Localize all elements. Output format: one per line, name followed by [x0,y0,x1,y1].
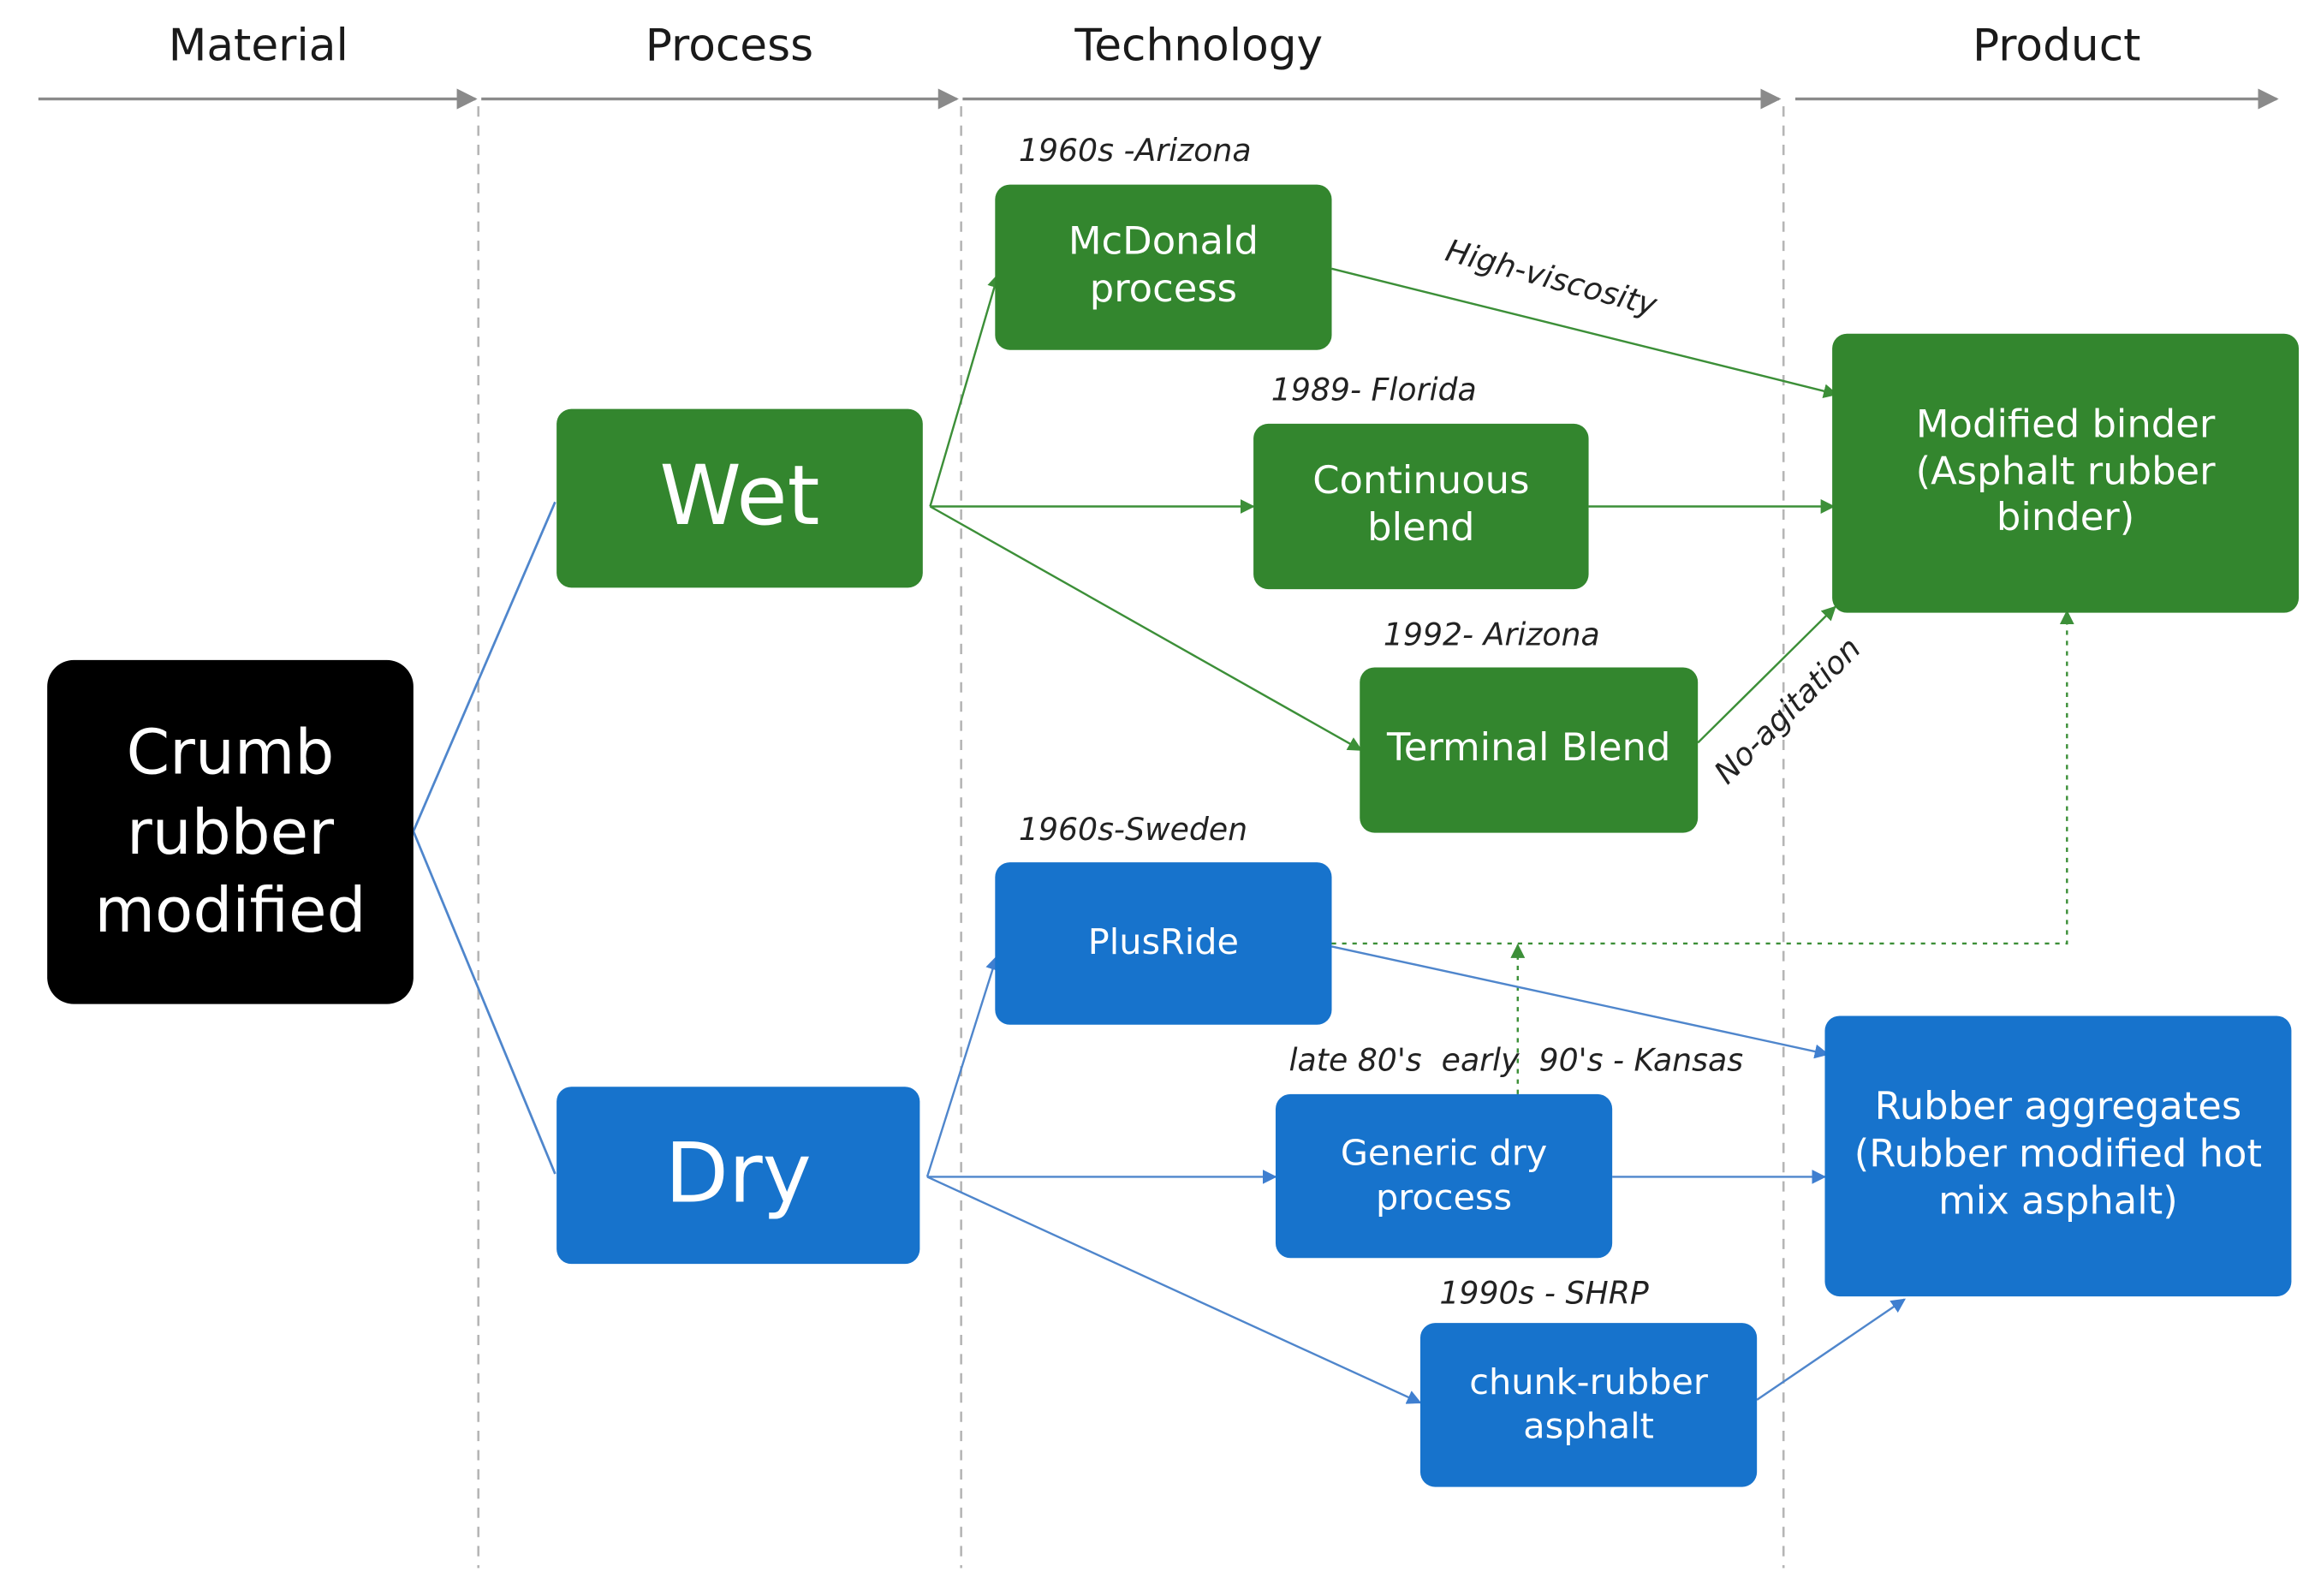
edge-wet-terminal [929,505,1363,752]
node-generic-dry-process: Generic dry process [1275,1093,1613,1259]
node-chunk-rubber-asphalt: chunk-rubber asphalt [1419,1323,1758,1487]
edge-chunk-aggregates [1756,1298,1907,1401]
node-rubber-aggregates: Rubber aggregates (Rubber modified hot m… [1824,1015,2292,1297]
label-high-viscosity: High-viscosity [1442,232,1661,324]
header-material: Material [168,21,348,73]
note-plusride-origin: 1960s-Sweden [1018,812,1248,848]
node-dry: Dry [556,1087,920,1265]
edge-crumb-dry [412,831,556,1175]
node-terminal-blend: Terminal Blend [1360,667,1699,833]
edge-crumb-wet [412,501,556,832]
header-process: Process [645,21,814,73]
edge-plusride-aggregates [1331,945,1830,1059]
note-continuous-origin: 1989- Florida [1271,372,1477,408]
header-product: Product [1973,21,2141,73]
note-generic-origin: late 80's early 90's - Kansas [1288,1042,1744,1078]
node-mcdonald-process: McDonald process [995,184,1332,350]
node-continuous-blend: Continuous blend [1253,423,1589,590]
edge-plusride-binder [1331,610,2074,945]
node-wet: Wet [556,408,923,588]
edge-mcdonald-binder [1331,267,1838,398]
note-mcdonald-origin: 1960s -Arizona [1018,133,1252,169]
edge-dry-plusride [925,955,1000,1177]
node-plusride: PlusRide [995,862,1332,1025]
edge-dry-chunk [926,1176,1422,1404]
node-crumb-rubber: Crumb rubber modified [47,659,414,1004]
edge-wet-mcdonald [929,273,1002,507]
note-terminal-origin: 1992- Arizona [1383,616,1600,653]
note-chunk-origin: 1990s - SHRP [1439,1275,1649,1312]
edge-terminal-binder [1697,605,1836,744]
header-technology: Technology [1074,21,1324,73]
node-modified-binder: Modified binder (Asphalt rubber binder) [1832,333,2300,613]
